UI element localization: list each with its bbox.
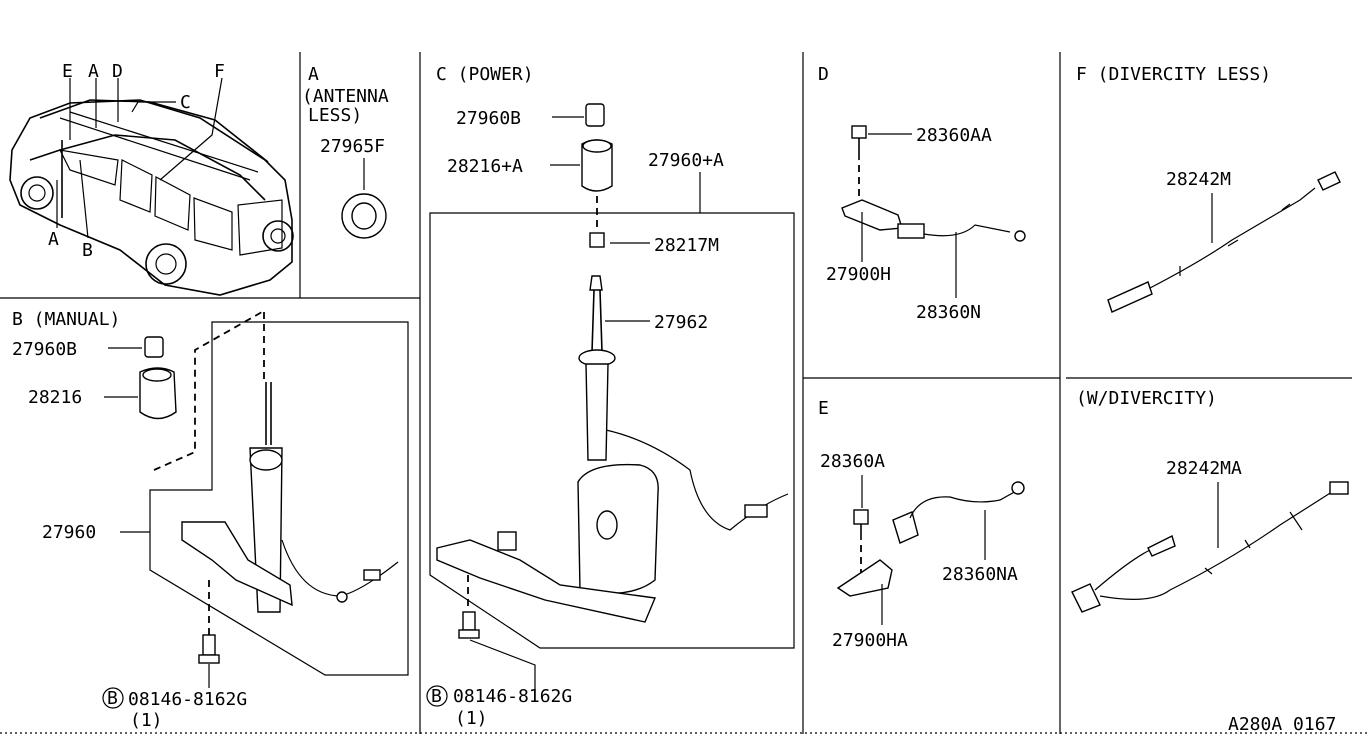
bolt-08146-8162g-b: 08146-8162G (128, 689, 247, 710)
section-f: F (DIVERCITY LESS) 28242M (1076, 64, 1341, 313)
part-28360na: 28360NA (942, 564, 1018, 585)
callout-a-lower: A (48, 229, 59, 250)
part-27900h: 27900H (826, 264, 891, 285)
part-27962: 27962 (654, 312, 708, 333)
section-f-header: F (DIVERCITY LESS) (1076, 64, 1271, 85)
bolt-qty-b: (1) (130, 710, 163, 731)
part-27960-a: 27960+A (648, 150, 724, 171)
bolt-mark-b-c: B (431, 686, 442, 707)
section-e: E 28360A 28360NA 27900HA (818, 398, 1025, 651)
part-27960b-b: 27960B (12, 339, 77, 360)
part-28216-a: 28216+A (447, 156, 523, 177)
callout-e: E (62, 61, 73, 82)
part-28242ma: 28242MA (1166, 458, 1242, 479)
callout-c: C (180, 92, 191, 113)
callout-f: F (214, 61, 225, 82)
part-28360n: 28360N (916, 302, 981, 323)
section-grid (0, 52, 1370, 734)
callout-b: B (82, 240, 93, 261)
part-28217m: 28217M (654, 235, 719, 256)
part-28216: 28216 (28, 387, 82, 408)
bolt-08146-8162g-c: 08146-8162G (453, 686, 572, 707)
part-28360aa: 28360AA (916, 125, 992, 146)
section-c: C (POWER) 27960B 28216+A 27960+A 28217M … (426, 64, 795, 729)
section-d: D 28360AA 27900H 28360N (818, 64, 1026, 323)
section-a-subheader: (ANTENNA (302, 86, 389, 107)
part-27965f: 27965F (320, 136, 385, 157)
callout-a: A (88, 61, 99, 82)
section-c-header: C (POWER) (436, 64, 534, 85)
callout-d: D (112, 61, 123, 82)
section-a: A (ANTENNA LESS) 27965F (302, 64, 389, 239)
diagram-code: A280A 0167 (1228, 714, 1336, 735)
part-28242m: 28242M (1166, 169, 1231, 190)
section-w-header: (W/DIVERCITY) (1076, 388, 1217, 409)
vehicle-overview: E A D C F A B (9, 61, 294, 296)
part-28360a: 28360A (820, 451, 885, 472)
section-a-subheader-2: LESS) (308, 105, 362, 126)
section-e-header: E (818, 398, 829, 419)
section-b-header: B (MANUAL) (12, 309, 120, 330)
section-w-divercity: (W/DIVERCITY) 28242MA (1071, 388, 1349, 613)
section-b: B (MANUAL) 27960B 28216 27960 B 08146-81… (12, 309, 409, 731)
bolt-mark-b-b: B (107, 688, 118, 709)
part-27960b-c: 27960B (456, 108, 521, 129)
section-d-header: D (818, 64, 829, 85)
part-27900ha: 27900HA (832, 630, 908, 651)
bolt-qty-c: (1) (455, 708, 488, 729)
part-27960: 27960 (42, 522, 96, 543)
section-a-header: A (308, 64, 319, 85)
